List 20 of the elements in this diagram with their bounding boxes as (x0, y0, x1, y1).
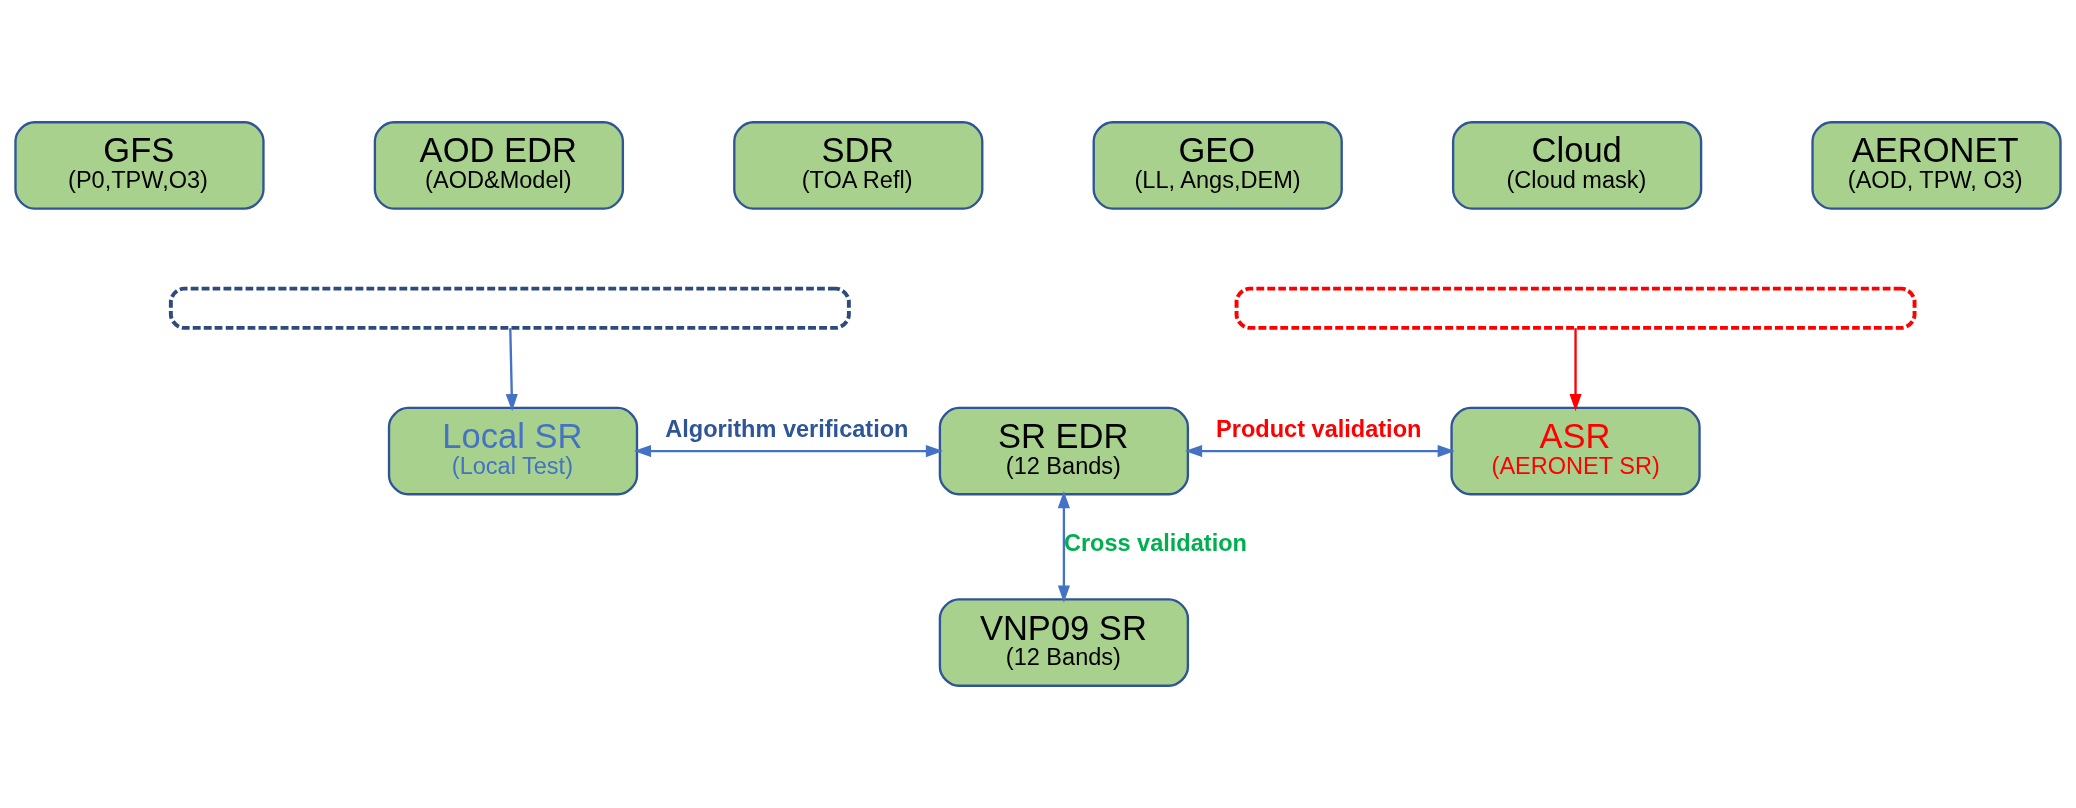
arrow (1184, 445, 1455, 458)
node-box (1234, 286, 1917, 330)
edge-label: Cross validation (1063, 529, 1247, 556)
node-box: GFS (P0,TPW,O3) (14, 121, 265, 210)
node-box: AOD EDR (AOD&Model) (373, 121, 625, 210)
edge-label: Product validation (1216, 415, 1422, 442)
node-box (168, 286, 851, 330)
node-box: GEO (LL, Angs,DEM) (1092, 121, 1343, 210)
node-box: SDR (TOA Refl) (733, 121, 984, 210)
node-box: VNP09 SR (12 Bands) (938, 598, 1190, 687)
node-box: Cloud (Cloud mask) (1451, 121, 1703, 210)
arrow (1057, 490, 1070, 603)
arrow (1569, 328, 1582, 412)
arrow (633, 445, 944, 458)
node-box: Local SR (Local Test) (387, 406, 639, 496)
node-box: AERONET (AOD, TPW, O3) (1811, 121, 2062, 210)
node-box: ASR (AERONET SR) (1450, 406, 1701, 496)
arrow (505, 328, 518, 412)
node-box: SR EDR (12 Bands) (938, 406, 1190, 496)
edge-label: Algorithm verification (665, 415, 909, 442)
